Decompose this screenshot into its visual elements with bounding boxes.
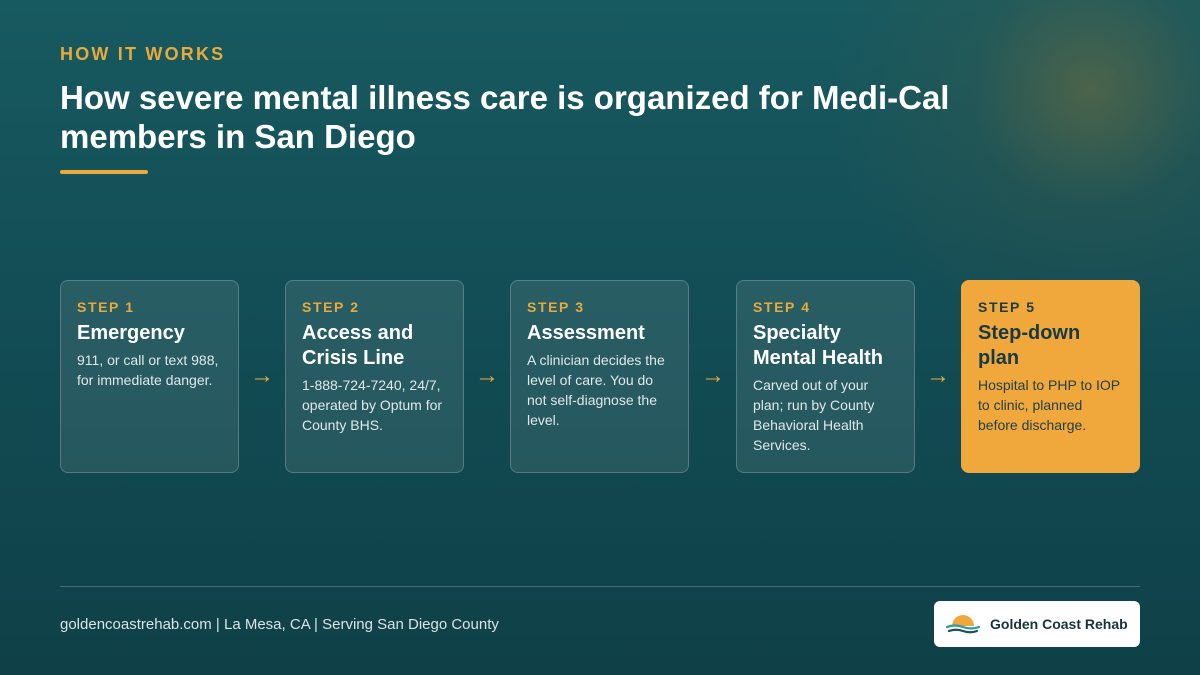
step-title: Step-down plan xyxy=(978,322,1081,369)
footer-divider xyxy=(60,586,1140,587)
step-card-assessment: STEP 3 Assessment A clinician decides th… xyxy=(510,280,689,473)
sun-over-waves-logo-icon xyxy=(946,615,980,634)
step-number: STEP 4 xyxy=(753,299,811,315)
step-description: 1-888-724-7240, 24/7, operated by Optum … xyxy=(302,377,443,433)
step-title: Specialty Mental Health xyxy=(753,322,884,369)
step-number: STEP 1 xyxy=(77,299,135,315)
step-description: Hospital to PHP to IOP to clinic, planne… xyxy=(978,377,1120,433)
page-title: How severe mental illness care is organi… xyxy=(60,79,950,155)
right-arrow-icon: → xyxy=(701,362,725,389)
step-number: STEP 5 xyxy=(978,299,1036,315)
step-card-access-crisis-line: STEP 2 Access and Crisis Line 1-888-724-… xyxy=(285,280,464,473)
step-title: Access and Crisis Line xyxy=(302,322,414,369)
step-card-emergency: STEP 1 Emergency 911, or call or text 98… xyxy=(60,280,239,473)
steps-flow: STEP 1 Emergency 911, or call or text 98… xyxy=(60,280,1140,473)
step-number: STEP 3 xyxy=(527,299,585,315)
step-description: A clinician decides the level of care. Y… xyxy=(527,352,665,428)
step-title: Assessment xyxy=(527,322,645,344)
step-description: Carved out of your plan; run by County B… xyxy=(753,377,875,453)
title-underline xyxy=(60,170,148,174)
eyebrow-label: HOW IT WORKS xyxy=(60,44,226,64)
right-arrow-icon: → xyxy=(250,362,274,389)
step-description: 911, or call or text 988, for immediate … xyxy=(77,352,219,388)
right-arrow-icon: → xyxy=(475,362,499,389)
brand-name: Golden Coast Rehab xyxy=(990,616,1128,632)
step-card-specialty-mental-health: STEP 4 Specialty Mental Health Carved ou… xyxy=(736,280,915,473)
footer-info: goldencoastrehab.com | La Mesa, CA | Ser… xyxy=(60,616,499,633)
brand-badge: Golden Coast Rehab xyxy=(934,601,1140,647)
step-title: Emergency xyxy=(77,322,185,344)
step-card-step-down-plan: STEP 5 Step-down plan Hospital to PHP to… xyxy=(961,280,1140,473)
step-number: STEP 2 xyxy=(302,299,360,315)
right-arrow-icon: → xyxy=(926,362,950,389)
